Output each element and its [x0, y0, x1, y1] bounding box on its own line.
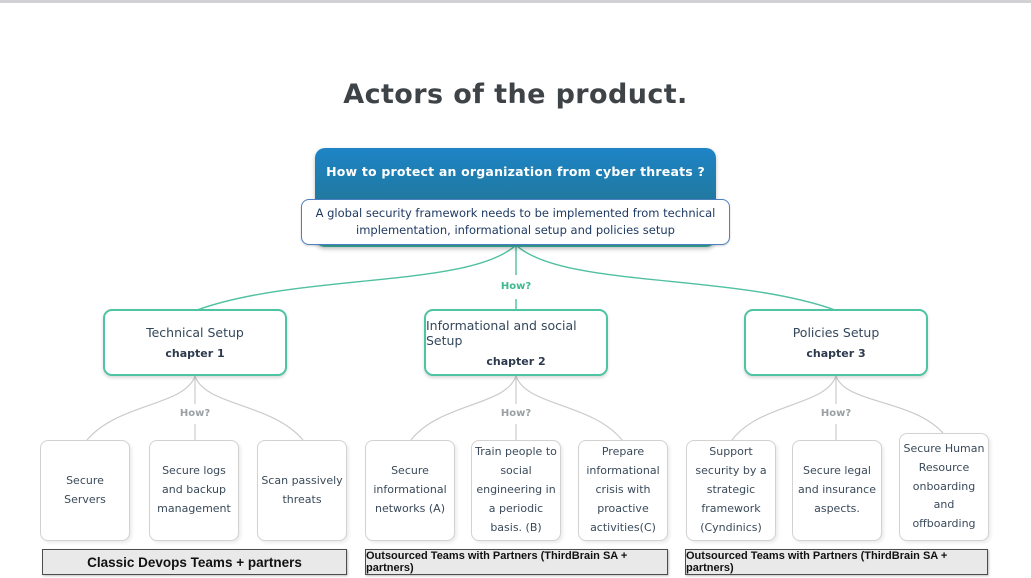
chapter-node-technical[interactable]: Technical Setup chapter 1: [103, 309, 287, 376]
leaf-node-secure-servers[interactable]: Secure Servers: [40, 440, 130, 541]
root-answer-node[interactable]: A global security framework needs to be …: [301, 199, 730, 245]
leaf-text: Train people to social engineering in a …: [475, 445, 557, 534]
chapter-title: Technical Setup: [146, 325, 244, 340]
chapter-number: chapter 2: [486, 354, 546, 368]
leaf-text: Secure Human Resource onboarding and off…: [903, 441, 985, 531]
leaf-node-legal-insurance[interactable]: Secure legal and insurance aspects.: [792, 440, 882, 541]
leaf-text: Scan passively threats: [261, 473, 343, 506]
page-title: Actors of the product.: [343, 79, 688, 110]
leaf-node-secure-logs[interactable]: Secure logs and backup management: [149, 440, 239, 541]
chapter-number: chapter 1: [165, 347, 225, 360]
leaf-text: Secure informational networks (A): [373, 464, 447, 515]
chapter-number: chapter 3: [806, 347, 866, 360]
leaf-text: Prepare informational crisis with proact…: [586, 445, 660, 534]
leaf-text: Support security by a strategic framewor…: [695, 445, 767, 534]
branch-how-label-informational: How?: [496, 408, 536, 419]
leaf-text: Secure Servers: [64, 473, 106, 506]
team-bar-outsourced-informational[interactable]: Outsourced Teams with Partners (ThirdBra…: [365, 549, 668, 575]
leaf-node-scan-threats[interactable]: Scan passively threats: [257, 440, 347, 541]
leaf-node-hr-onboarding[interactable]: Secure Human Resource onboarding and off…: [899, 433, 989, 541]
team-bar-outsourced-policies[interactable]: Outsourced Teams with Partners (ThirdBra…: [685, 549, 988, 575]
root-answer-text: A global security framework needs to be …: [315, 205, 716, 237]
branch-how-label-technical: How?: [175, 408, 215, 419]
team-bar-devops[interactable]: Classic Devops Teams + partners: [42, 549, 347, 575]
leaf-text: Secure legal and insurance aspects.: [798, 464, 876, 515]
chapter-node-policies[interactable]: Policies Setup chapter 3: [744, 309, 928, 376]
chapter-title: Informational and social Setup: [426, 317, 577, 348]
leaf-node-prepare-crisis[interactable]: Prepare informational crisis with proact…: [578, 440, 668, 541]
chapter-title: Policies Setup: [792, 325, 880, 340]
leaf-text: Secure logs and backup management: [157, 464, 231, 515]
leaf-node-train-people[interactable]: Train people to social engineering in a …: [471, 440, 561, 541]
leaf-node-secure-networks[interactable]: Secure informational networks (A): [365, 440, 455, 541]
root-how-label: How?: [496, 281, 536, 292]
chapter-node-informational[interactable]: Informational and social Setup chapter 2: [424, 309, 608, 376]
leaf-node-strategic-framework[interactable]: Support security by a strategic framewor…: [686, 440, 776, 541]
root-question-text: How to protect an organization from cybe…: [326, 164, 705, 179]
branch-how-label-policies: How?: [816, 408, 856, 419]
